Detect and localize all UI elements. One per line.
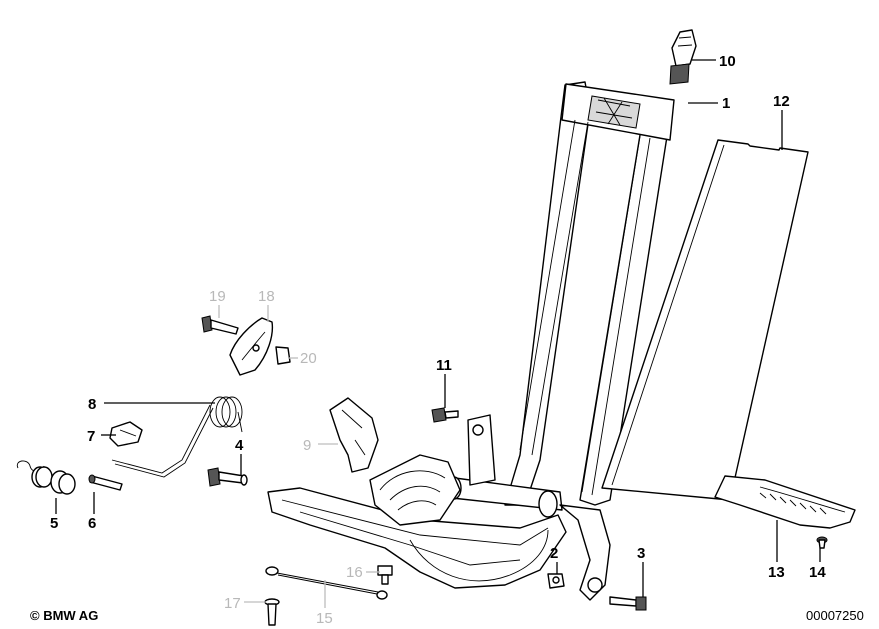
backrest-frame[interactable] bbox=[446, 81, 675, 601]
callout-10[interactable]: 10 bbox=[719, 53, 736, 70]
callout-20[interactable]: 20 bbox=[300, 350, 317, 367]
clip-part-16[interactable] bbox=[377, 565, 393, 585]
callout-15[interactable]: 15 bbox=[316, 610, 333, 627]
callout-3[interactable]: 3 bbox=[637, 545, 645, 562]
callout-19[interactable]: 19 bbox=[209, 288, 226, 305]
callout-9[interactable]: 9 bbox=[303, 437, 311, 454]
spring-part-5[interactable] bbox=[16, 460, 76, 495]
rivet-part-17[interactable] bbox=[264, 598, 280, 626]
top-latch-part[interactable] bbox=[669, 29, 697, 85]
document-number: 00007250 bbox=[806, 608, 864, 623]
clip-part-7[interactable] bbox=[109, 421, 143, 447]
trim-cover[interactable] bbox=[714, 475, 856, 529]
leader-lines bbox=[55, 59, 821, 608]
back-panel[interactable] bbox=[601, 139, 809, 501]
callout-16[interactable]: 16 bbox=[346, 564, 363, 581]
seat-base-frame[interactable] bbox=[267, 454, 567, 589]
callout-5[interactable]: 5 bbox=[50, 515, 58, 532]
callout-4[interactable]: 4 bbox=[235, 437, 244, 454]
callout-18[interactable]: 18 bbox=[258, 288, 275, 305]
torsion-spring-part-8[interactable] bbox=[111, 396, 243, 478]
callout-8[interactable]: 8 bbox=[88, 396, 96, 413]
callout-1[interactable]: 1 bbox=[722, 95, 730, 112]
callout-11[interactable]: 11 bbox=[436, 357, 452, 374]
nut-part-20[interactable] bbox=[275, 346, 291, 365]
screw-part-14[interactable] bbox=[816, 536, 828, 549]
bolt-part-11[interactable] bbox=[431, 407, 459, 423]
callout-14[interactable]: 14 bbox=[809, 564, 826, 581]
lever-part-18[interactable] bbox=[229, 317, 274, 376]
callout-13[interactable]: 13 bbox=[768, 564, 785, 581]
nut-part-2[interactable] bbox=[547, 573, 565, 589]
pin-part-6[interactable] bbox=[88, 474, 123, 491]
callout-12[interactable]: 12 bbox=[773, 93, 790, 110]
callout-2[interactable]: 2 bbox=[550, 545, 558, 562]
copyright-text: © BMW AG bbox=[30, 608, 99, 623]
bracket-part-9[interactable] bbox=[329, 397, 379, 473]
callout-6[interactable]: 6 bbox=[88, 515, 96, 532]
cable-part-15[interactable] bbox=[265, 566, 388, 600]
bolt-part-3[interactable] bbox=[609, 596, 647, 611]
screw-part-19[interactable] bbox=[201, 315, 239, 335]
callout-17[interactable]: 17 bbox=[224, 595, 241, 612]
callout-labels: 1 2 3 4 5 6 7 8 9 10 11 12 13 14 15 16 1… bbox=[50, 53, 826, 627]
callout-7[interactable]: 7 bbox=[87, 428, 95, 445]
bolt-part-4[interactable] bbox=[207, 467, 248, 487]
